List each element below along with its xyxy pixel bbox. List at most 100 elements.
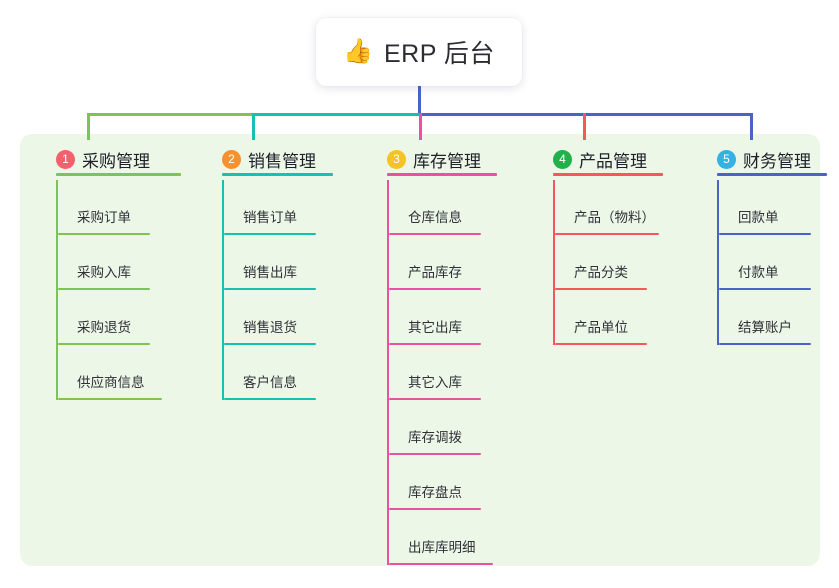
branch-item[interactable]: 其它入库	[387, 345, 481, 400]
branch-item-rule	[389, 453, 481, 455]
branch-spine	[387, 180, 389, 565]
branch-item-rule	[224, 233, 316, 235]
branch-number-badge: 2	[222, 149, 241, 169]
branch-item-rule	[719, 343, 811, 345]
branch-underline	[387, 173, 497, 176]
branch-title: 采购管理	[82, 151, 150, 171]
page-title: ERP 后台	[383, 40, 495, 68]
branch-item[interactable]: 库存调拨	[387, 400, 481, 455]
branch-item-list: 采购订单采购入库采购退货供应商信息	[38, 180, 162, 400]
branch-header-2[interactable]: 2 销售管理	[204, 146, 316, 172]
branch-item-rule	[719, 233, 811, 235]
branch-item[interactable]: 供应商信息	[56, 345, 162, 400]
branch-item[interactable]: 产品分类	[553, 235, 647, 290]
branch-item-rule	[719, 288, 811, 290]
branch-item-rule	[389, 233, 481, 235]
branch-item-label: 客户信息	[243, 375, 297, 390]
branch-item-rule	[555, 288, 647, 290]
branch-item-rule	[389, 508, 481, 510]
branch-item-rule	[555, 233, 659, 235]
branch-item-rule	[58, 288, 150, 290]
branch-item-label: 产品库存	[408, 265, 462, 280]
branch-item[interactable]: 采购退货	[56, 290, 150, 345]
branch-item-rule	[555, 343, 647, 345]
branch-item[interactable]: 仓库信息	[387, 180, 481, 235]
drop-connector-3	[419, 113, 422, 140]
branch-underline	[553, 173, 663, 176]
branch-item-rule	[224, 343, 316, 345]
branch-underline	[717, 173, 827, 176]
branch-item-rule	[389, 343, 481, 345]
branch-item[interactable]: 销售退货	[222, 290, 316, 345]
branch-item-list: 产品（物料） 产品分类产品单位	[535, 180, 659, 345]
branch-item[interactable]: 产品（物料）	[553, 180, 659, 235]
branch-column-2: 2 销售管理销售订单销售出库销售退货客户信息	[204, 146, 333, 400]
branch-item-label: 采购订单	[77, 210, 131, 225]
branch-item-label: 产品分类	[574, 265, 628, 280]
branch-item-rule	[58, 343, 150, 345]
diagram-panel	[20, 134, 820, 566]
branch-item-rule	[389, 288, 481, 290]
drop-connector-2	[252, 113, 255, 140]
branch-item[interactable]: 产品库存	[387, 235, 481, 290]
branch-spine	[222, 180, 224, 400]
branch-item[interactable]: 回款单	[717, 180, 811, 235]
branch-item[interactable]: 销售出库	[222, 235, 316, 290]
thumbs-up-emoji: 👍	[343, 38, 373, 65]
branch-item-label: 付款单	[738, 265, 779, 280]
branch-header-3[interactable]: 3 库存管理	[369, 146, 481, 172]
branch-item-rule	[58, 398, 162, 400]
branch-item-label: 仓库信息	[408, 210, 462, 225]
branch-title: 销售管理	[248, 151, 316, 171]
branch-item-list: 仓库信息产品库存其它出库其它入库库存调拨库存盘点出库库明细	[369, 180, 493, 565]
branch-item-label: 销售出库	[243, 265, 297, 280]
branch-title: 库存管理	[413, 151, 481, 171]
branch-item-label: 库存盘点	[408, 485, 462, 500]
branch-header-5[interactable]: 5 财务管理	[699, 146, 811, 172]
branch-number-badge: 3	[387, 149, 406, 169]
branch-item-label: 销售退货	[243, 320, 297, 335]
branch-item-label: 产品（物料）	[574, 210, 655, 225]
drop-connector-4	[583, 113, 586, 140]
branch-underline	[222, 173, 333, 176]
branch-item-list: 回款单付款单结算账户	[699, 180, 811, 345]
branch-item-list: 销售订单销售出库销售退货客户信息	[204, 180, 316, 400]
branch-item-label: 回款单	[738, 210, 779, 225]
branch-item-label: 其它入库	[408, 375, 462, 390]
branch-item[interactable]: 出库库明细	[387, 510, 493, 565]
branch-spine	[56, 180, 58, 400]
branch-item-rule	[389, 563, 493, 565]
branch-item[interactable]: 采购订单	[56, 180, 150, 235]
branch-item[interactable]: 销售订单	[222, 180, 316, 235]
bus-segment-teal	[252, 113, 420, 116]
drop-connector-5	[750, 113, 753, 140]
branch-title: 财务管理	[743, 151, 811, 171]
branch-item-rule	[224, 398, 316, 400]
branch-item[interactable]: 库存盘点	[387, 455, 481, 510]
drop-connector-1	[87, 113, 90, 140]
root-node[interactable]: 👍 ERP 后台	[316, 18, 522, 86]
branch-item[interactable]: 付款单	[717, 235, 811, 290]
branch-item-label: 其它出库	[408, 320, 462, 335]
branch-item-label: 销售订单	[243, 210, 297, 225]
branch-header-1[interactable]: 1 采购管理	[38, 146, 150, 172]
branch-item[interactable]: 采购入库	[56, 235, 150, 290]
trunk-connector	[418, 86, 421, 116]
branch-number-badge: 1	[56, 149, 75, 169]
branch-column-1: 1 采购管理采购订单采购入库采购退货供应商信息	[38, 146, 181, 400]
bus-segment-green	[87, 113, 253, 116]
branch-number-badge: 5	[717, 149, 736, 169]
branch-item[interactable]: 产品单位	[553, 290, 647, 345]
branch-item[interactable]: 其它出库	[387, 290, 481, 345]
branch-item-label: 采购退货	[77, 320, 131, 335]
branch-item-label: 产品单位	[574, 320, 628, 335]
branch-item-label: 采购入库	[77, 265, 131, 280]
branch-spine	[717, 180, 719, 345]
branch-item[interactable]: 结算账户	[717, 290, 811, 345]
branch-item-rule	[389, 398, 481, 400]
branch-item-label: 供应商信息	[77, 375, 145, 390]
branch-spine	[553, 180, 555, 345]
branch-item[interactable]: 客户信息	[222, 345, 316, 400]
